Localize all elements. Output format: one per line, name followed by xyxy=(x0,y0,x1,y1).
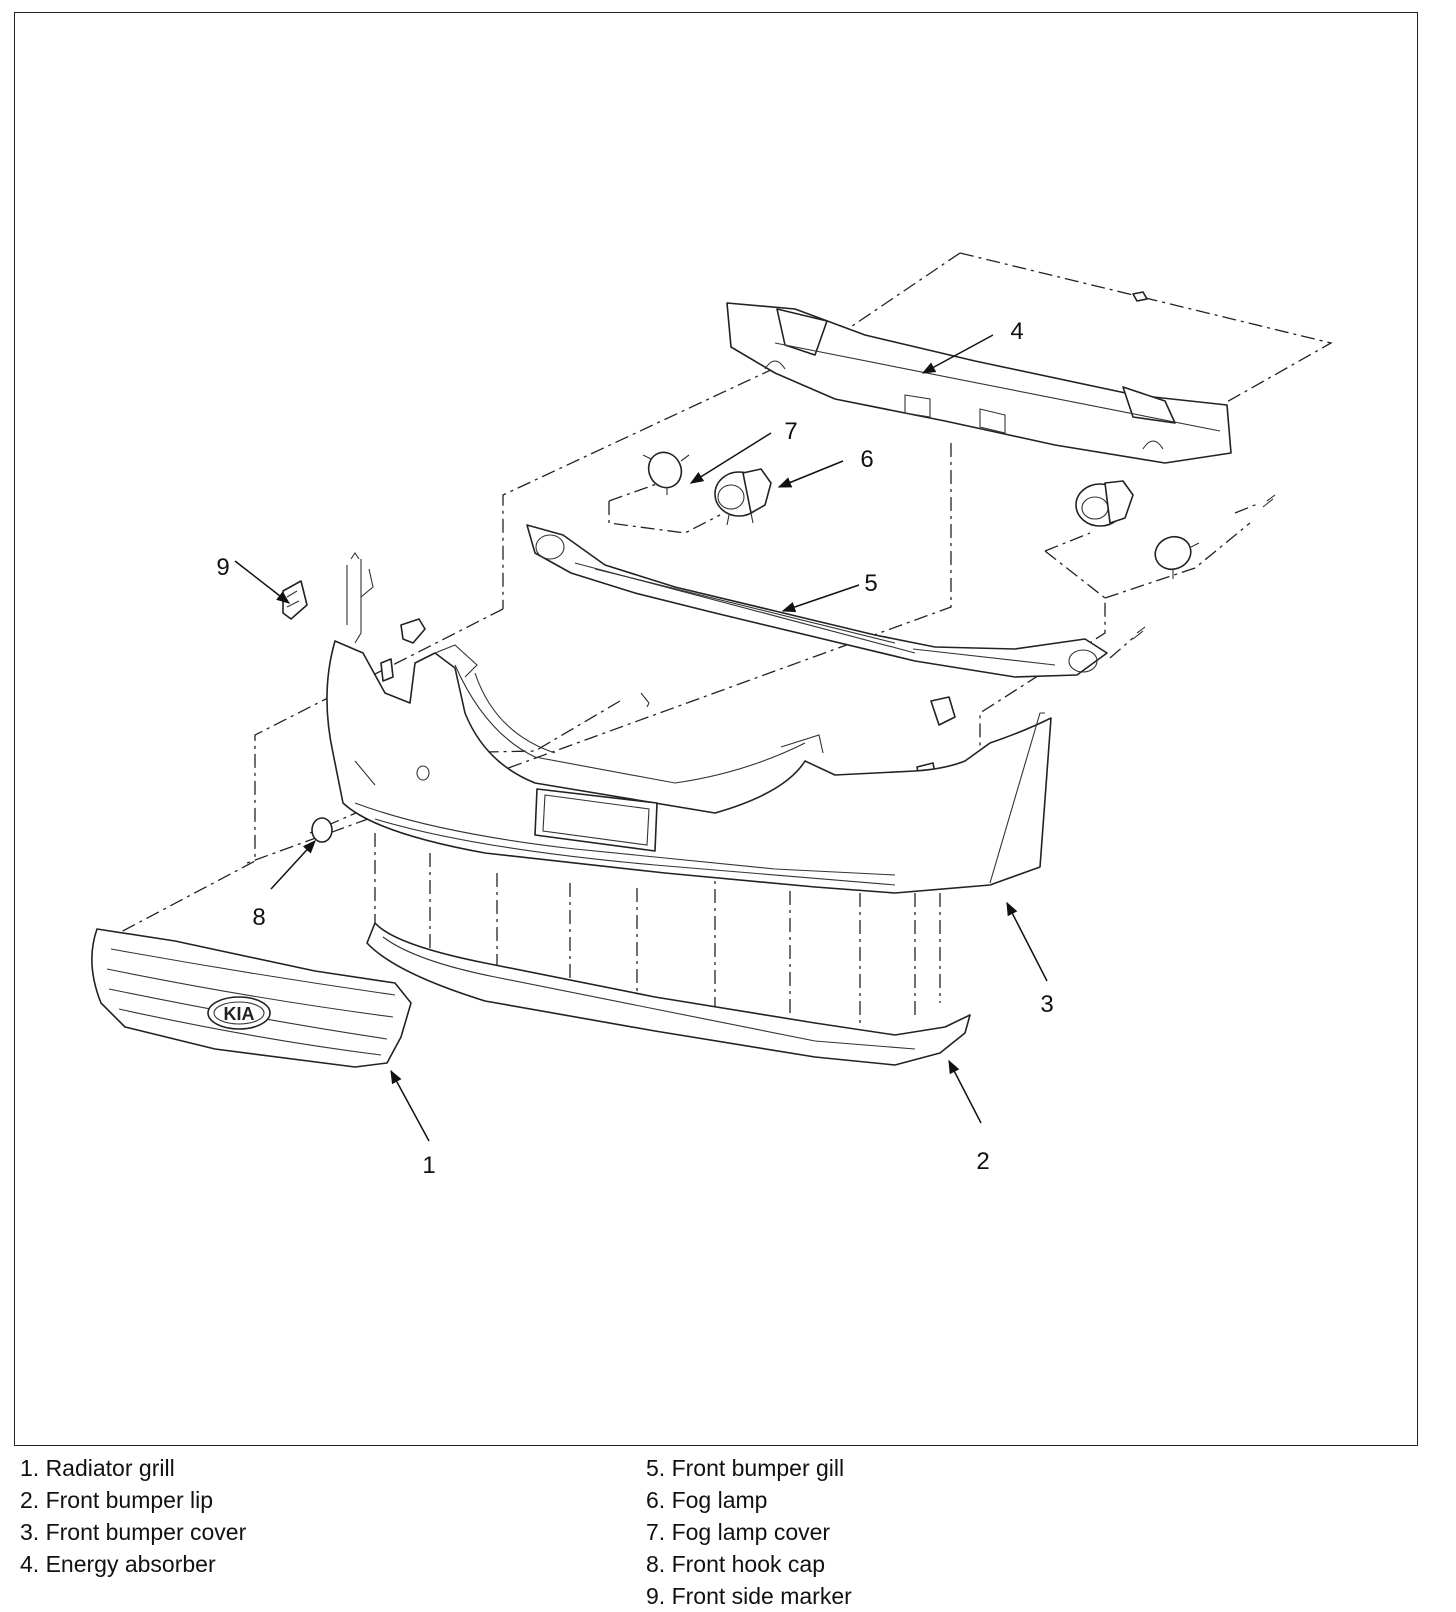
callout-1: 1 xyxy=(422,1152,435,1179)
callout-4: 4 xyxy=(1010,318,1023,345)
front-bumper-cover xyxy=(326,640,1052,894)
callout-2: 2 xyxy=(976,1148,989,1175)
fog-lamp-left xyxy=(714,468,772,526)
assembly-lines xyxy=(118,252,1333,1025)
front-side-marker xyxy=(282,580,308,620)
energy-absorber xyxy=(726,291,1232,464)
fog-lamp-cover-left xyxy=(642,451,690,495)
legend-item: 4. Energy absorber xyxy=(20,1551,216,1577)
legend-item: 3. Front bumper cover xyxy=(20,1519,247,1545)
callout-6: 6 xyxy=(860,446,873,473)
diagram-frame: KIA 1 2 3 4 5 6 7 8 9 xyxy=(14,12,1418,1446)
front-hook-cap xyxy=(311,817,333,843)
legend-left: 1. Radiator grill 2. Front bumper lip 3.… xyxy=(20,1452,246,1580)
legend-item: 2. Front bumper lip xyxy=(20,1487,214,1513)
callout-8: 8 xyxy=(252,904,265,931)
legend-item: 8. Front hook cap xyxy=(646,1551,825,1577)
legend-item: 7. Fog lamp cover xyxy=(646,1519,831,1545)
leader-arrows xyxy=(234,334,1048,1142)
front-bumper-gill xyxy=(526,524,1108,678)
legend-item: 6. Fog lamp xyxy=(646,1487,768,1513)
grill-logo: KIA xyxy=(224,1004,255,1024)
callout-9: 9 xyxy=(216,554,229,581)
front-bumper-lip xyxy=(366,922,971,1066)
exploded-view-diagram: KIA 1 2 3 4 5 6 7 8 9 xyxy=(91,252,1333,1179)
fog-lamp-right xyxy=(1075,480,1134,527)
callout-3: 3 xyxy=(1040,991,1053,1018)
legend-item: 1. Radiator grill xyxy=(20,1455,175,1481)
fog-lamp-cover-right xyxy=(1154,535,1200,579)
legend-item: 5. Front bumper gill xyxy=(646,1455,845,1481)
callout-labels: 1 2 3 4 5 6 7 8 9 xyxy=(216,318,1053,1179)
radiator-grill: KIA xyxy=(91,928,412,1068)
callout-7: 7 xyxy=(784,418,797,445)
legend-right: 5. Front bumper gill 6. Fog lamp 7. Fog … xyxy=(646,1452,852,1612)
callout-5: 5 xyxy=(864,570,877,597)
legend-item: 9. Front side marker xyxy=(646,1583,852,1609)
